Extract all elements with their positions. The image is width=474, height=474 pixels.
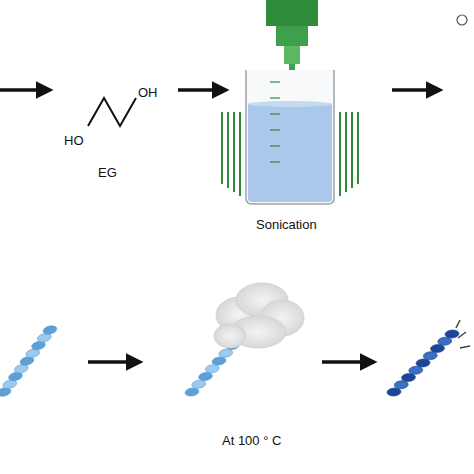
motion-dashes xyxy=(456,320,470,348)
partial-symbol xyxy=(457,15,467,25)
yarn-illustrations xyxy=(0,324,459,397)
sonication-beaker xyxy=(246,0,334,204)
probe-mark xyxy=(270,113,280,114)
yarn-twist xyxy=(42,324,57,335)
hydroxyl-label: HO xyxy=(64,134,84,148)
step-label: Sonication xyxy=(256,218,317,232)
probe-mark xyxy=(270,145,280,146)
vapour-cloud xyxy=(214,283,304,348)
coil-line xyxy=(228,112,352,188)
condition-label: At 100 ° C xyxy=(222,434,281,448)
probe-mark xyxy=(270,81,280,82)
hydroxyl-label: OH xyxy=(138,86,158,100)
process-arrows xyxy=(0,90,440,362)
probe-mark xyxy=(270,97,280,98)
eg-molecule xyxy=(88,98,136,126)
probe-mark xyxy=(270,129,280,130)
coil-line xyxy=(240,112,340,196)
coil-line xyxy=(234,112,346,192)
coil-line xyxy=(222,112,358,184)
yarn-twist xyxy=(445,329,460,338)
transducer-coils xyxy=(222,82,358,196)
probe-mark xyxy=(270,161,280,162)
chemical-name: EG xyxy=(98,166,117,180)
